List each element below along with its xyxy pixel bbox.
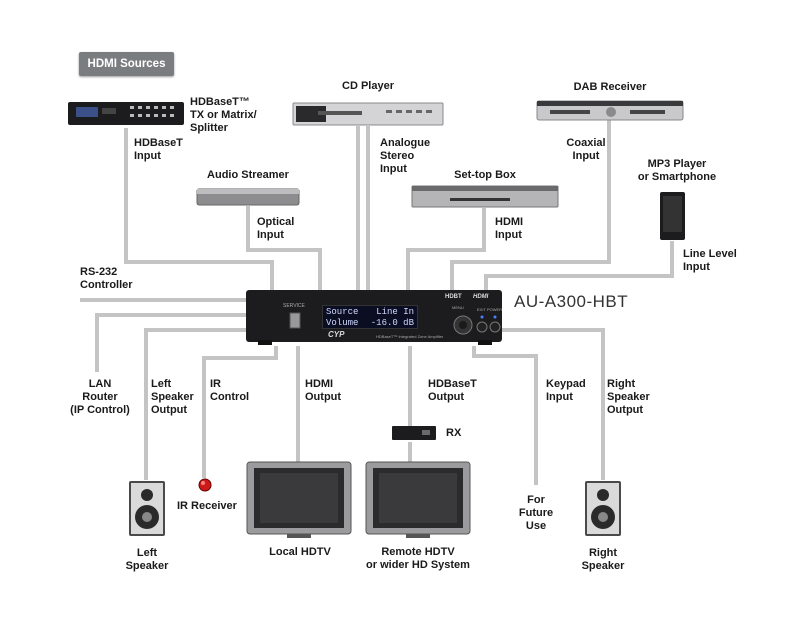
hdbt-logo: HDBT bbox=[445, 294, 462, 300]
rx-device bbox=[392, 426, 436, 440]
cables bbox=[80, 120, 674, 485]
audio-streamer-device bbox=[196, 188, 300, 206]
label-left-speaker: Left Speaker bbox=[125, 547, 169, 572]
label-remote-hdtv: Remote HDTV or wider HD System bbox=[366, 546, 470, 571]
label-ir-control: IR Control bbox=[210, 378, 250, 403]
cable-ir bbox=[202, 346, 278, 478]
hdmi-sources-box: HDMI Sources bbox=[79, 52, 174, 76]
local-hdtv-device bbox=[246, 461, 352, 538]
label-future-use: For Future Use bbox=[518, 494, 554, 532]
label-keypad-input: Keypad Input bbox=[546, 378, 586, 403]
label-right-speaker: Right Speaker bbox=[581, 547, 625, 572]
label-coaxial-input: Coaxial Input bbox=[566, 137, 606, 162]
left-speaker-device bbox=[129, 481, 165, 536]
label-rs232: RS-232 Controller bbox=[80, 266, 133, 291]
main-unit-model: AU-A300-HBT bbox=[514, 292, 629, 311]
label-hdbaset-tx: HDBaseT™ TX or Matrix/ Splitter bbox=[190, 96, 257, 134]
lcd-volume-value: -16.0 dB bbox=[370, 318, 414, 328]
label-hdbaset-input: HDBaseT Input bbox=[134, 137, 183, 162]
label-analogue-stereo-input: Analogue Stereo Input bbox=[380, 137, 431, 175]
exit-label: EXIT bbox=[477, 307, 486, 312]
mp3-player-device bbox=[660, 192, 685, 240]
menu-label: MENU bbox=[452, 305, 464, 310]
cable-coaxial bbox=[450, 120, 611, 292]
main-unit-lcd: Source Line In Volume -16.0 dB bbox=[322, 305, 418, 329]
label-dab-receiver: DAB Receiver bbox=[573, 81, 647, 93]
cable-hdbaset-input bbox=[124, 128, 274, 292]
lcd-source-value: Line In bbox=[376, 307, 414, 317]
service-label: SERVICE bbox=[283, 303, 305, 309]
lcd-volume-label: Volume bbox=[326, 318, 359, 328]
right-speaker-device bbox=[585, 481, 621, 536]
cable-left-speaker bbox=[144, 328, 246, 480]
cable-hdmi-in bbox=[406, 208, 486, 292]
label-rx: RX bbox=[446, 427, 462, 439]
hdmi-logo: HDMI bbox=[473, 294, 489, 300]
main-unit-caption: HDBaseT™ Integrated Zone Amplifier bbox=[376, 334, 444, 339]
cable-right-speaker bbox=[502, 328, 605, 480]
remote-hdtv-device bbox=[365, 461, 471, 538]
cable-line-level bbox=[484, 241, 674, 292]
label-local-hdtv: Local HDTV bbox=[269, 546, 331, 558]
hdbaset-tx-device bbox=[68, 102, 184, 125]
ir-led bbox=[198, 478, 212, 492]
dab-receiver-device bbox=[536, 100, 684, 121]
label-left-speaker-output: Left Speaker Output bbox=[151, 378, 194, 416]
brand-logo: CYP bbox=[328, 330, 345, 339]
cable-lan bbox=[95, 313, 246, 372]
label-lan-router: LAN Router (IP Control) bbox=[70, 378, 130, 416]
label-optical-input: Optical Input bbox=[257, 216, 295, 241]
settop-box-device bbox=[411, 185, 559, 208]
label-hdmi-output: HDMI Output bbox=[305, 378, 342, 403]
cable-optical bbox=[246, 206, 322, 292]
cd-player-device bbox=[292, 102, 444, 126]
label-ir-receiver: IR Receiver bbox=[177, 500, 237, 512]
label-hdbaset-output: HDBaseT Output bbox=[428, 378, 477, 403]
label-settop-box: Set-top Box bbox=[454, 169, 516, 181]
label-mp3-player: MP3 Player or Smartphone bbox=[637, 158, 717, 183]
label-line-level-input: Line Level Input bbox=[683, 248, 737, 273]
power-label: POWER bbox=[487, 307, 503, 312]
label-cd-player: CD Player bbox=[342, 80, 394, 92]
label-audio-streamer: Audio Streamer bbox=[207, 169, 289, 181]
label-hdmi-input: HDMI Input bbox=[495, 216, 524, 241]
lcd-source-label: Source bbox=[326, 307, 359, 317]
cable-keypad bbox=[472, 346, 538, 485]
label-right-speaker-output: Right Speaker Output bbox=[607, 378, 650, 416]
